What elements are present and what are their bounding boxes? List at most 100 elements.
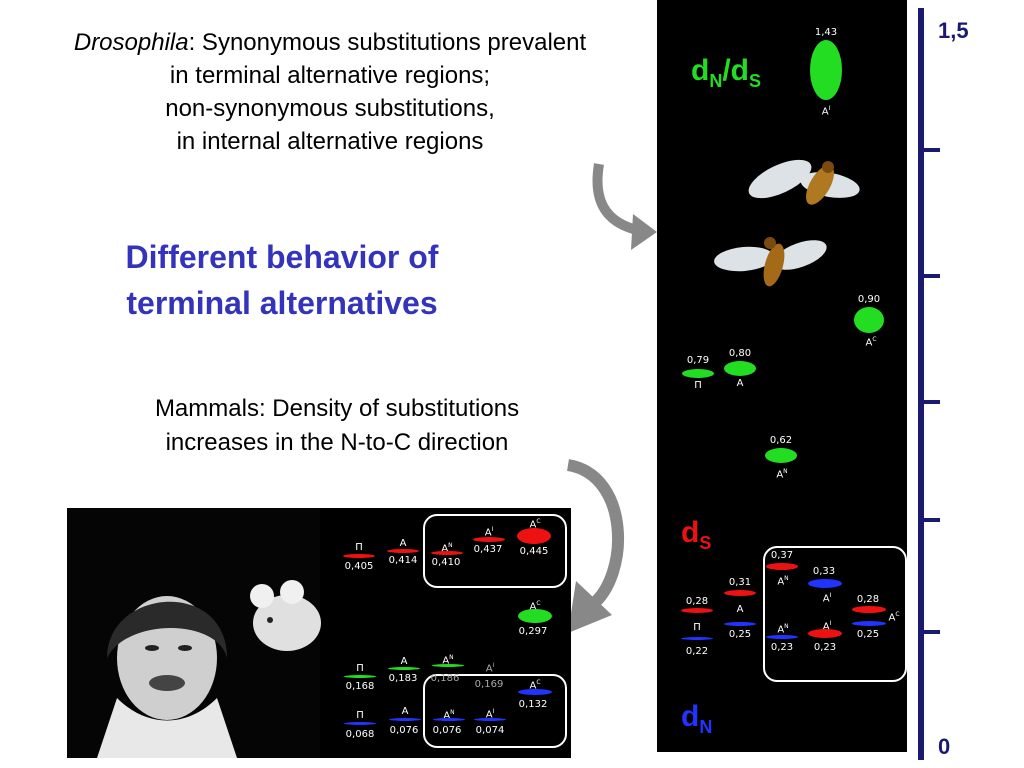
drosophila-line3: non-synonymous substitutions,	[165, 95, 495, 122]
ai-name: AI	[821, 105, 831, 118]
value-label: 0,62	[769, 435, 793, 446]
curved-arrow-icon	[592, 163, 657, 250]
a-marker	[388, 667, 420, 670]
value-label: 0,79	[686, 355, 710, 366]
p-ds-marker	[681, 608, 713, 613]
an-name: AN	[443, 709, 455, 722]
value-label: 1,43	[814, 27, 838, 38]
p-name: П	[694, 380, 702, 391]
value-label: 0,23	[813, 642, 837, 653]
scale-tick	[924, 400, 940, 404]
drosophila-line4: in internal alternative regions	[176, 128, 484, 155]
ac-name: AC	[529, 600, 541, 613]
ai-dnds-marker	[810, 40, 842, 100]
value-label: 0,410	[431, 557, 461, 568]
fly-image	[748, 159, 860, 205]
scale-bar	[918, 8, 924, 760]
value-label: 0,28	[856, 594, 880, 605]
mammals-caption: Mammals: Density of substitutions increa…	[110, 392, 564, 460]
alternatives-box-row1	[423, 514, 567, 588]
a-name: A	[401, 706, 409, 717]
an-name: AN	[441, 542, 453, 555]
an-dn-marker	[766, 635, 798, 639]
scale-tick	[924, 148, 940, 152]
a-marker	[387, 549, 419, 553]
value-label: 0,168	[345, 681, 375, 692]
a-dnds-marker	[724, 361, 756, 376]
ai-marker	[473, 537, 505, 542]
mouse-image	[250, 580, 321, 651]
ac-dnds-marker	[854, 307, 884, 333]
a-name: A	[736, 604, 744, 615]
value-label: 0,076	[432, 725, 462, 736]
p-name: П	[355, 542, 363, 553]
ai-name: AI	[822, 620, 832, 633]
ds-label: dS	[681, 516, 712, 553]
an-ds-marker	[766, 563, 798, 570]
ac-name: AC	[529, 518, 541, 531]
p-name: П	[356, 710, 364, 721]
p-marker	[344, 722, 376, 725]
an-dnds-marker	[765, 448, 797, 463]
drosophila-line2: in terminal alternative regions;	[169, 62, 491, 89]
main-heading: Different behavior of terminal alternati…	[62, 234, 502, 326]
value-label: 0,28	[685, 596, 709, 607]
a-ds-marker	[724, 590, 756, 596]
scale-tick	[924, 518, 940, 522]
ac-name: AC	[865, 336, 877, 349]
ac-marker	[517, 528, 551, 544]
value-label: 0,90	[857, 294, 881, 305]
a-name: A	[399, 538, 407, 549]
value-label: 0,23	[770, 642, 794, 653]
value-label: 0,33	[812, 566, 836, 577]
an-name: AN	[777, 623, 789, 636]
value-label: 0,22	[685, 646, 709, 657]
value-label: 0,068	[345, 729, 375, 740]
ai-name: AI	[485, 662, 495, 675]
ai-dn-marker	[808, 579, 842, 588]
drosophila-word: Drosophila	[73, 29, 189, 56]
an-name: AN	[777, 575, 789, 588]
value-label: 0,414	[388, 555, 418, 566]
value-label: 0,169	[474, 679, 504, 690]
mammals-line2: increases in the N-to-C direction	[165, 429, 509, 456]
ai-name: AI	[484, 526, 494, 539]
alternatives-box	[763, 546, 907, 682]
an-marker	[431, 551, 463, 555]
p-dn-marker	[681, 637, 713, 640]
value-label: 0,297	[518, 626, 548, 637]
value-label: 0,31	[728, 577, 752, 588]
curved-arrow-icon	[566, 459, 624, 633]
ac-marker	[518, 609, 552, 623]
scale-bottom-label: 0	[938, 734, 951, 759]
heading-line2: terminal alternatives	[126, 285, 438, 321]
scale-top-label: 1,5	[938, 18, 969, 43]
an-marker	[433, 718, 465, 721]
an-name: AN	[776, 468, 788, 481]
value-label: 0,183	[388, 673, 418, 684]
drosophila-panel: dN/dS 1,43 AI 0,90 AC 0,79 П 0,80 A 0,62…	[657, 0, 907, 752]
a-name: A	[736, 378, 744, 389]
photo-area	[67, 508, 321, 758]
value-label: 0,405	[344, 561, 374, 572]
heading-line1: Different behavior of	[125, 239, 439, 275]
value-label: 0,25	[728, 629, 752, 640]
ac-marker	[518, 689, 552, 695]
value-label: 0,445	[519, 546, 549, 557]
dnds-label: dN/dS	[691, 54, 762, 91]
ac-name: AC	[888, 611, 900, 624]
scale-tick	[924, 630, 940, 634]
p-name: П	[693, 622, 701, 633]
woman-photo	[67, 508, 320, 758]
ac-dn-marker	[852, 621, 886, 626]
drosophila-line1: : Synonymous substitutions prevalent	[188, 29, 587, 56]
p-marker	[343, 554, 375, 558]
mammals-line1: Mammals: Density of substitutions	[154, 395, 520, 422]
value-label: 0,80	[728, 348, 752, 359]
a-dn-marker	[724, 622, 756, 626]
ai-name: AI	[485, 708, 495, 721]
a-name: A	[400, 656, 408, 667]
dn-label: dN	[681, 700, 713, 737]
p-name: П	[356, 663, 364, 674]
value-label: 0,186	[430, 673, 460, 684]
